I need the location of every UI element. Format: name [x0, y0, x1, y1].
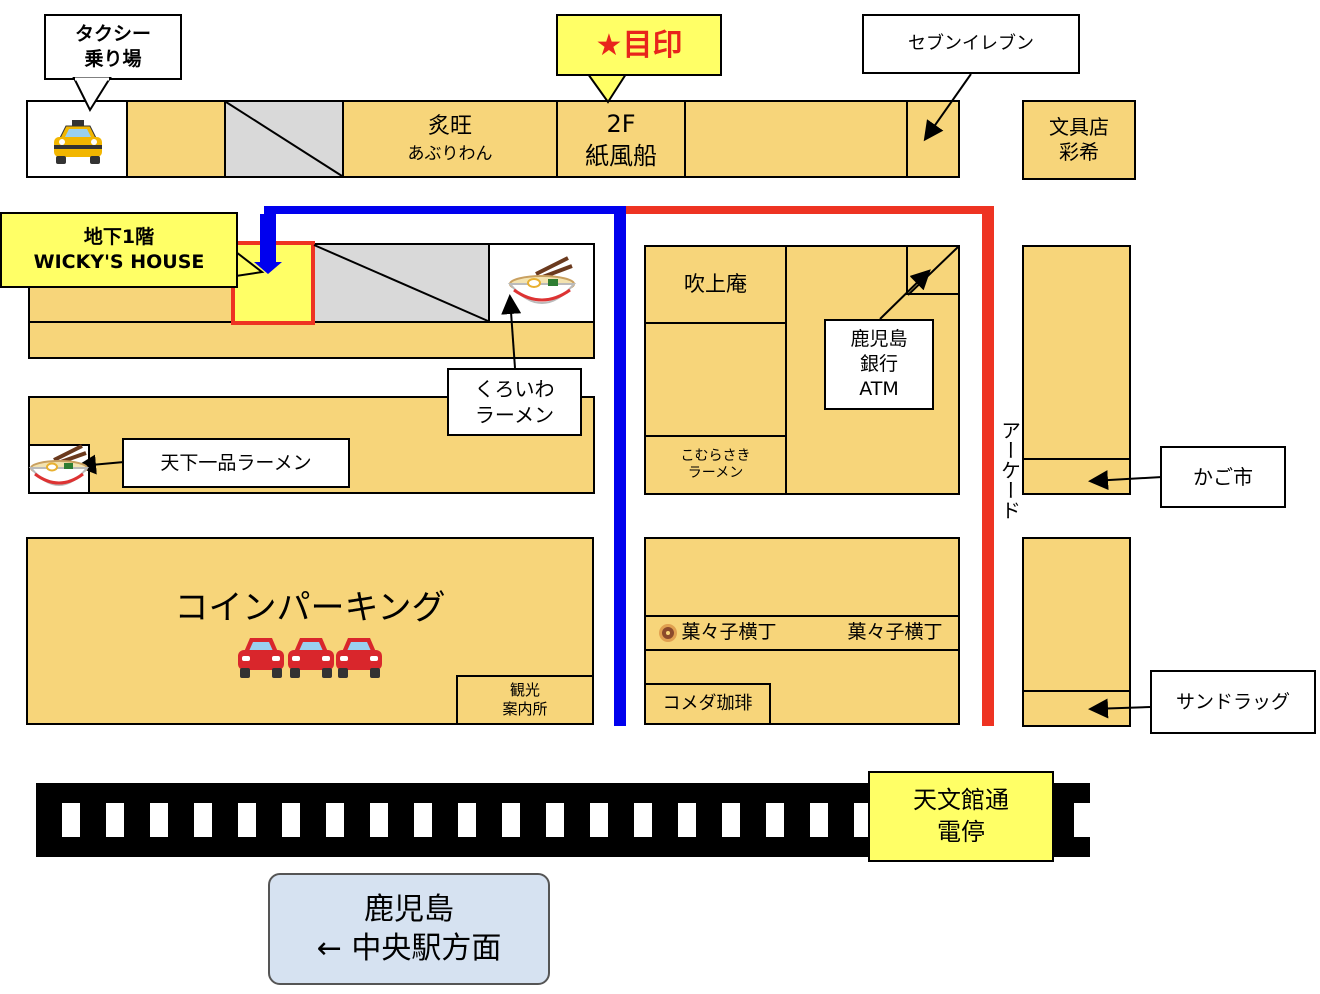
building-right-1 [1022, 245, 1131, 495]
taxi-callout: タクシー 乗り場 [44, 14, 182, 80]
wicky-house-callout: 地下1階 WICKY'S HOUSE [0, 212, 238, 288]
atm-callout: 鹿児島 銀行 ATM [824, 319, 934, 410]
station-direction-box: 鹿児島 ← 中央駅方面 [268, 873, 550, 985]
kagoichi-label: かご市 [1193, 465, 1253, 489]
red-route-top [626, 206, 994, 214]
building-top-1 [126, 100, 226, 178]
fukiage-name: 吹上庵 [644, 245, 787, 324]
vacant-diagonal-top [225, 101, 343, 177]
car-icon-svg-1 [238, 638, 284, 678]
arcade-name: アーケード [996, 400, 1022, 540]
vacant-diagonal-row2 [313, 244, 489, 322]
kuroiwa-label: くろいわ ラーメン [474, 377, 555, 427]
tenka-callout: 天下一品ラーメン [122, 438, 350, 488]
building-komeda [644, 683, 771, 725]
tram-rail-bottom [36, 837, 1090, 857]
tenka-pointer [76, 454, 125, 475]
komeda-name: コメダ珈琲 [644, 685, 771, 723]
ramen-icon [28, 440, 90, 494]
parking-name: コインパーキング [26, 578, 594, 638]
tram-rail-top [36, 783, 1090, 803]
komurasaki-name: こむらさき ラーメン [644, 437, 787, 493]
aburiwan-name: 炙旺 [342, 112, 558, 142]
taxi-icon-svg [54, 120, 102, 164]
car-icon [236, 632, 286, 680]
blue-route-top [264, 206, 626, 214]
kamifusen-floor: 2F [556, 108, 686, 140]
kamifusen-floor-text: 2F [606, 110, 636, 138]
ramen-icon-svg-kuroiwa [507, 256, 577, 304]
building-mid-left [644, 322, 787, 437]
tram-stop-label: 天文館通 電停 [913, 786, 1009, 846]
fukiage-text: 吹上庵 [684, 272, 747, 297]
landmark-label: ★目印 [595, 27, 683, 63]
wicky-house-label: 地下1階 WICKY'S HOUSE [33, 226, 205, 273]
komurasaki-text: こむらさき ラーメン [680, 447, 751, 482]
kamifusen-name: 紙風船 [556, 140, 686, 172]
ramen-icon-svg-tenka [28, 444, 90, 486]
kashiko-name-2: 菓々子横丁 [820, 617, 970, 649]
building-komurasaki [644, 435, 787, 495]
atm-label: 鹿児島 銀行 ATM [850, 328, 908, 400]
bunguten-text: 文具店 彩希 [1049, 115, 1109, 164]
donut-icon [659, 624, 678, 642]
building-top-6 [684, 100, 908, 178]
tenka-label: 天下一品ラーメン [160, 451, 312, 474]
kagoichi-pointer [1088, 470, 1163, 491]
parking-text: コインパーキング [174, 587, 446, 628]
kashiko-text-1: 菓々子横丁 [681, 621, 777, 644]
kuroiwa-callout: くろいわ ラーメン [447, 368, 582, 436]
car-icon [286, 632, 336, 680]
atm-pointer [879, 269, 931, 320]
building-bunguten [1022, 100, 1136, 180]
taxi-stand-box [26, 100, 128, 178]
seven-pointer [923, 73, 972, 142]
car-icon-svg-3 [336, 638, 382, 678]
blue-route-arrowhead [254, 214, 282, 274]
aburiwan-kanji: 炙旺 [427, 114, 472, 140]
kanko-text: 観光 案内所 [502, 681, 548, 718]
tram-stop-callout: 天文館通 電停 [868, 771, 1054, 862]
seven-eleven-label: セブンイレブン [908, 33, 1034, 55]
taxi-icon [50, 118, 106, 168]
car-icon [334, 632, 384, 680]
seven-eleven-callout: セブンイレブン [862, 14, 1080, 74]
building-kagoichi [1022, 458, 1131, 495]
red-route-down [982, 206, 994, 726]
car-icon-svg-2 [288, 638, 334, 678]
aburiwan-kana-text: あぶりわん [407, 144, 493, 165]
kashiko-text-2: 菓々子横丁 [847, 621, 943, 644]
landmark-callout: ★目印 [556, 14, 722, 76]
kuroiwa-pointer [501, 294, 522, 369]
sundrug-label: サンドラッグ [1175, 690, 1290, 713]
kanko-annaisho [456, 675, 594, 725]
kashiko-name-1: 菓々子横丁 [648, 617, 788, 649]
arcade-text: アーケード [997, 420, 1022, 520]
kagoichi-callout: かご市 [1160, 446, 1286, 508]
kamifusen-name-text: 紙風船 [585, 142, 657, 170]
building-fukiage [644, 245, 787, 324]
sundrug-callout: サンドラッグ [1150, 670, 1316, 734]
blue-route-down [614, 206, 626, 726]
station-direction-label: 鹿児島 ← 中央駅方面 [316, 892, 502, 966]
komeda-text: コメダ珈琲 [662, 692, 753, 714]
bunguten-name: 文具店 彩希 [1022, 102, 1136, 178]
taxi-stand-label: タクシー 乗り場 [74, 23, 151, 70]
donut-hole [666, 631, 671, 635]
ramen-icon [506, 252, 578, 314]
kanko-name: 観光 案内所 [456, 677, 594, 723]
sundrug-pointer [1088, 698, 1151, 719]
kashiko-yokocho [644, 615, 960, 651]
aburiwan-kana: あぶりわん [342, 142, 558, 168]
building-kamifusen [556, 100, 686, 178]
